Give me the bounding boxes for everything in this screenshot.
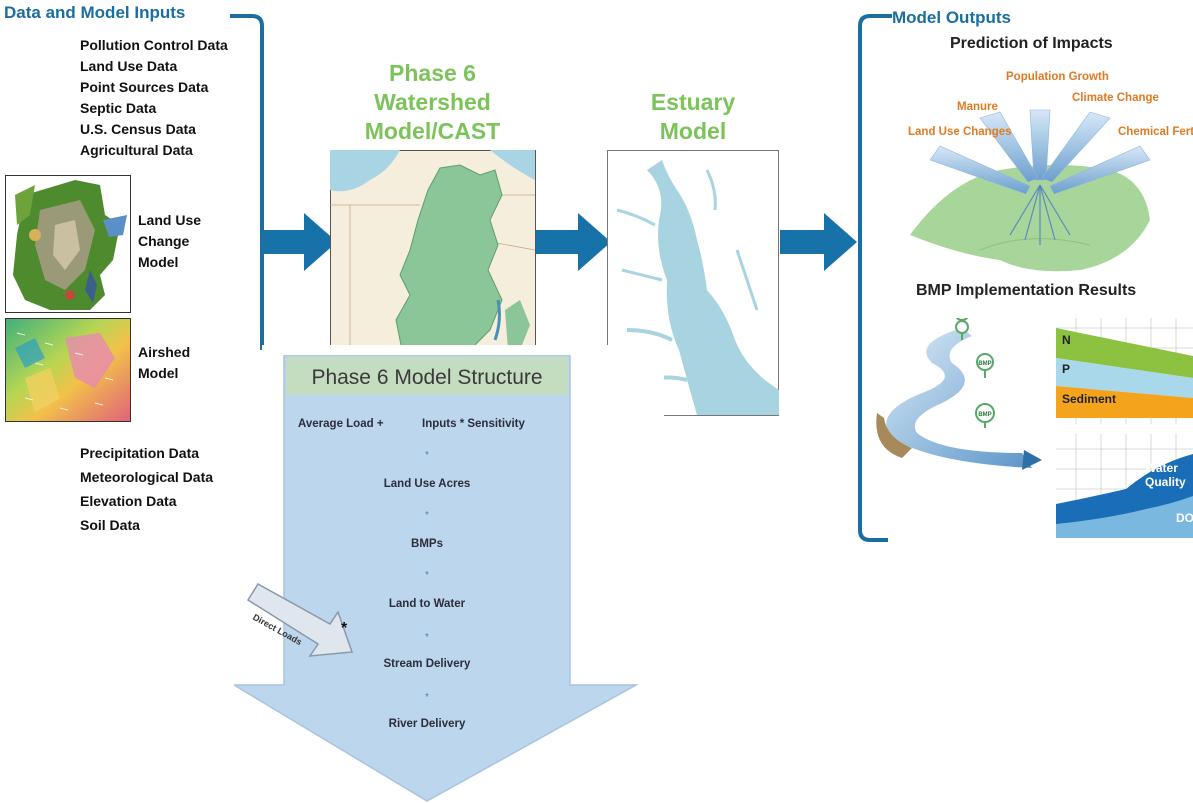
title-line: Model [659, 118, 727, 144]
list-item: Agricultural Data [80, 142, 193, 158]
step-label: Land to Water [388, 598, 466, 610]
label-line: Airshed [138, 344, 191, 360]
title-line: Phase 6 [389, 60, 476, 86]
formula-left: Average Load + [298, 418, 384, 430]
flow-arrow-2-icon [536, 213, 611, 271]
step-label: River Delivery [388, 718, 466, 730]
step-dot-icon: * [425, 450, 429, 461]
land-use-model-label: Land Use Change Model [138, 210, 201, 273]
list-item: Precipitation Data [80, 445, 200, 461]
bmp-marker-label: BMP [978, 361, 991, 367]
list-item: Land Use Data [80, 58, 178, 74]
list-item: Septic Data [80, 100, 157, 116]
title-line: Model/CAST [364, 118, 501, 144]
outputs-bracket [858, 14, 892, 542]
inputs-bottom-list: Precipitation Data Meteorological Data E… [80, 441, 213, 537]
step-dot-icon: * [425, 510, 429, 521]
direct-loads-arrow-icon [246, 582, 354, 657]
flow-arrow-1-icon [262, 213, 337, 271]
band-label-sediment: Sediment [1062, 392, 1117, 406]
inputs-bracket [230, 14, 264, 350]
impact-label: Population Growth [1006, 71, 1109, 83]
label-line: Land Use [138, 212, 202, 228]
bmp-marker-label: BMP [978, 412, 991, 418]
list-item: Soil Data [80, 517, 140, 533]
load-bands-chart [1056, 318, 1193, 424]
bmp-markers-icon: BMP BMP [955, 318, 995, 428]
do-label: DO [1176, 511, 1193, 525]
list-item: Point Sources Data [80, 79, 209, 95]
step-label: Land Use Acres [383, 478, 471, 490]
bmp-stream-graphic [876, 328, 1042, 470]
step-dot-icon: * [425, 570, 429, 581]
direct-loads-asterisk: * [341, 620, 348, 637]
step-dot-icon: * [425, 692, 429, 703]
flow-arrow-3-icon [780, 213, 857, 271]
water-quality-chart [1056, 434, 1193, 538]
airshed-model-label: Airshed Model [138, 342, 190, 384]
water-quality-label: Water Quality [1145, 461, 1186, 489]
band-label-p: P [1062, 362, 1071, 376]
impact-label: Chemical Fertilizers [1118, 126, 1193, 138]
formula-right: Inputs * Sensitivity [422, 418, 525, 430]
watershed-title: Phase 6 Watershed Model/CAST [330, 59, 535, 146]
impact-label: Land Use Changes [908, 126, 1012, 138]
estuary-title: Estuary Model [607, 88, 779, 146]
estuary-map-image [607, 150, 779, 416]
impacts-graphic [910, 109, 1151, 272]
step-label: Stream Delivery [383, 658, 471, 670]
step-dot-icon: * [425, 632, 429, 643]
list-item: Meteorological Data [80, 469, 214, 485]
list-item: U.S. Census Data [80, 121, 196, 137]
outputs-title: Model Outputs [892, 8, 1011, 27]
label-line: Model [138, 254, 179, 270]
impact-label: Manure [957, 101, 998, 113]
impact-label: Climate Change [1072, 92, 1159, 104]
watershed-map-image [330, 150, 536, 350]
list-item: Pollution Control Data [80, 37, 228, 53]
prediction-title: Prediction of Impacts [950, 35, 1113, 52]
band-label-n: N [1062, 333, 1071, 347]
label-line: Change [138, 233, 190, 249]
label-line: Model [138, 365, 179, 381]
structure-big-arrow [234, 355, 639, 802]
airshed-map-image [5, 318, 131, 422]
inputs-title: Data and Model Inputs [4, 3, 186, 22]
step-label: BMPs [411, 538, 443, 550]
bmp-title: BMP Implementation Results [916, 282, 1137, 299]
land-use-map-image [5, 175, 131, 313]
structure-title: Phase 6 Model Structure [311, 366, 543, 389]
title-line: Estuary [650, 89, 736, 115]
list-item: Elevation Data [80, 493, 177, 509]
title-line: Watershed [374, 89, 491, 115]
inputs-top-list: Pollution Control Data Land Use Data Poi… [80, 35, 228, 161]
